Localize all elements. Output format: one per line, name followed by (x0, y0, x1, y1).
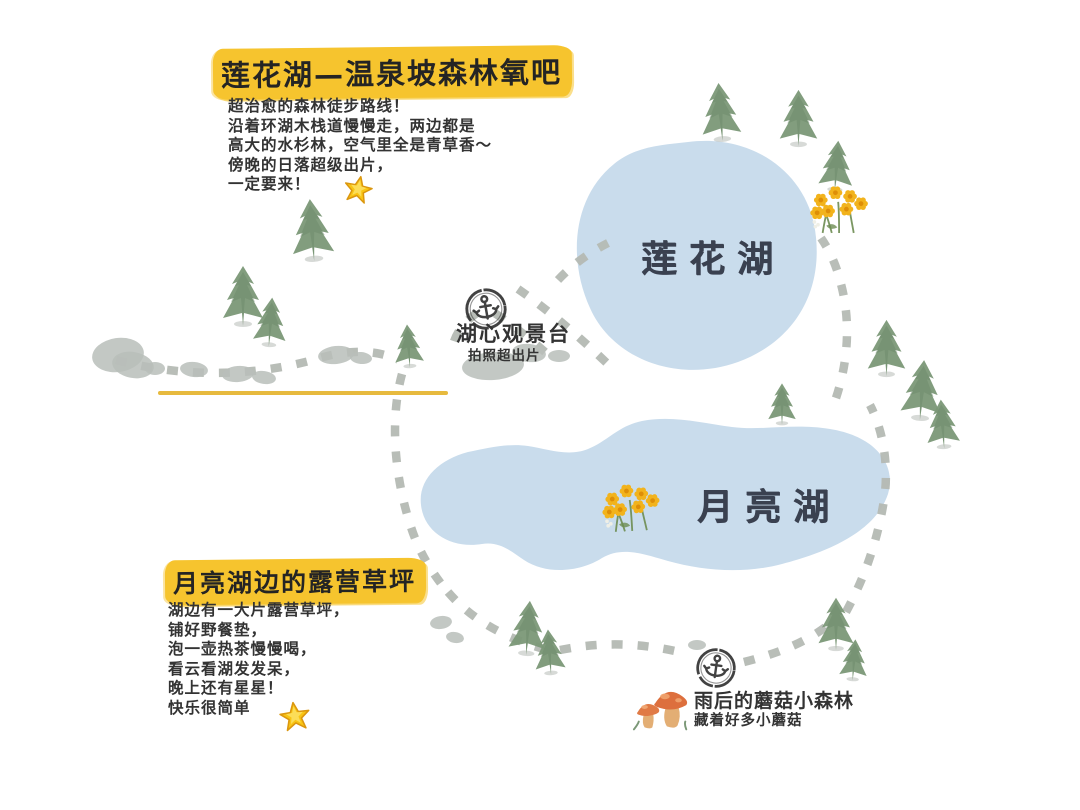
stone-blob (548, 350, 570, 362)
viewpoint-label-line2: 拍照超出片 (468, 348, 541, 364)
flower-cluster-icon (599, 480, 666, 537)
viewpoint-label-line1: 湖心观景台 (456, 322, 571, 346)
star-icon (340, 172, 376, 208)
pine-tree-icon (777, 88, 820, 148)
pine-tree-icon (837, 637, 872, 683)
mushrooms-icon (632, 682, 694, 734)
stone-blob (688, 640, 706, 650)
pine-tree-icon (865, 318, 908, 378)
note1-line: 沿着环湖木栈道慢慢走，两边都是 (228, 116, 476, 135)
pine-tree-icon (220, 264, 266, 328)
note1-line: 傍晚的日落超级出片， (228, 155, 394, 174)
note1-line: 一定要来！ (228, 175, 311, 193)
note1-title-highlight: 莲花湖—温泉坡森林氧吧 (212, 45, 573, 100)
note2-line: 晚上还有星星！ (168, 679, 284, 697)
lake-label-lotus: 莲花湖 (641, 239, 786, 280)
note1-paragraph: 超治愈的森林徒步路线！ 沿着环湖木栈道慢慢走，两边都是 高大的水杉林，空气里全是… (228, 97, 492, 195)
pine-tree-icon (286, 195, 338, 264)
anchor-stamp-icon (459, 282, 512, 335)
note2-line: 湖边有一大片露营草坪， (168, 601, 350, 619)
pine-tree-icon (766, 382, 798, 426)
note2-line: 看云看湖发发呆， (168, 659, 301, 678)
note2-title: 月亮湖边的露营草坪 (164, 557, 427, 606)
pine-tree-icon (530, 627, 568, 677)
note1-line: 高大的水杉林，空气里全是青草香～ (228, 136, 493, 154)
lake-label-moon: 月亮湖 (697, 487, 842, 528)
note2-line: 快乐很简单 (168, 698, 251, 717)
note2-line: 泡一壶热茶慢慢喝， (168, 640, 317, 658)
mushroom-label-line2: 藏着好多小蘑菇 (694, 713, 803, 729)
note2-paragraph: 湖边有一大片露营草坪， 铺好野餐垫， 泡一壶热茶慢慢喝， 看云看湖发发呆， 晚上… (168, 601, 350, 718)
note2-title-highlight: 月亮湖边的露营草坪 (164, 557, 427, 606)
note2-line: 铺好野餐垫， (168, 620, 268, 639)
stone-blob (145, 362, 165, 375)
pine-tree-icon (695, 80, 744, 145)
mushroom-label-line1: 雨后的蘑菇小森林 (694, 690, 855, 712)
pine-tree-icon (897, 356, 947, 423)
trail-dashed-path (114, 235, 891, 667)
star-icon (277, 699, 313, 735)
note1-line: 超治愈的森林徒步路线！ (228, 97, 410, 115)
flower-cluster-icon (808, 184, 872, 238)
pine-tree-icon (922, 397, 963, 451)
yellow-underline (158, 391, 448, 395)
lotus-lake-shape (576, 140, 817, 370)
pine-tree-icon (390, 322, 426, 370)
anchor-stamp-icon (691, 643, 741, 693)
note1-title: 莲花湖—温泉坡森林氧吧 (212, 45, 573, 100)
pine-tree-icon (816, 596, 856, 652)
pine-tree-icon (250, 295, 291, 349)
pine-tree-icon (505, 598, 551, 659)
